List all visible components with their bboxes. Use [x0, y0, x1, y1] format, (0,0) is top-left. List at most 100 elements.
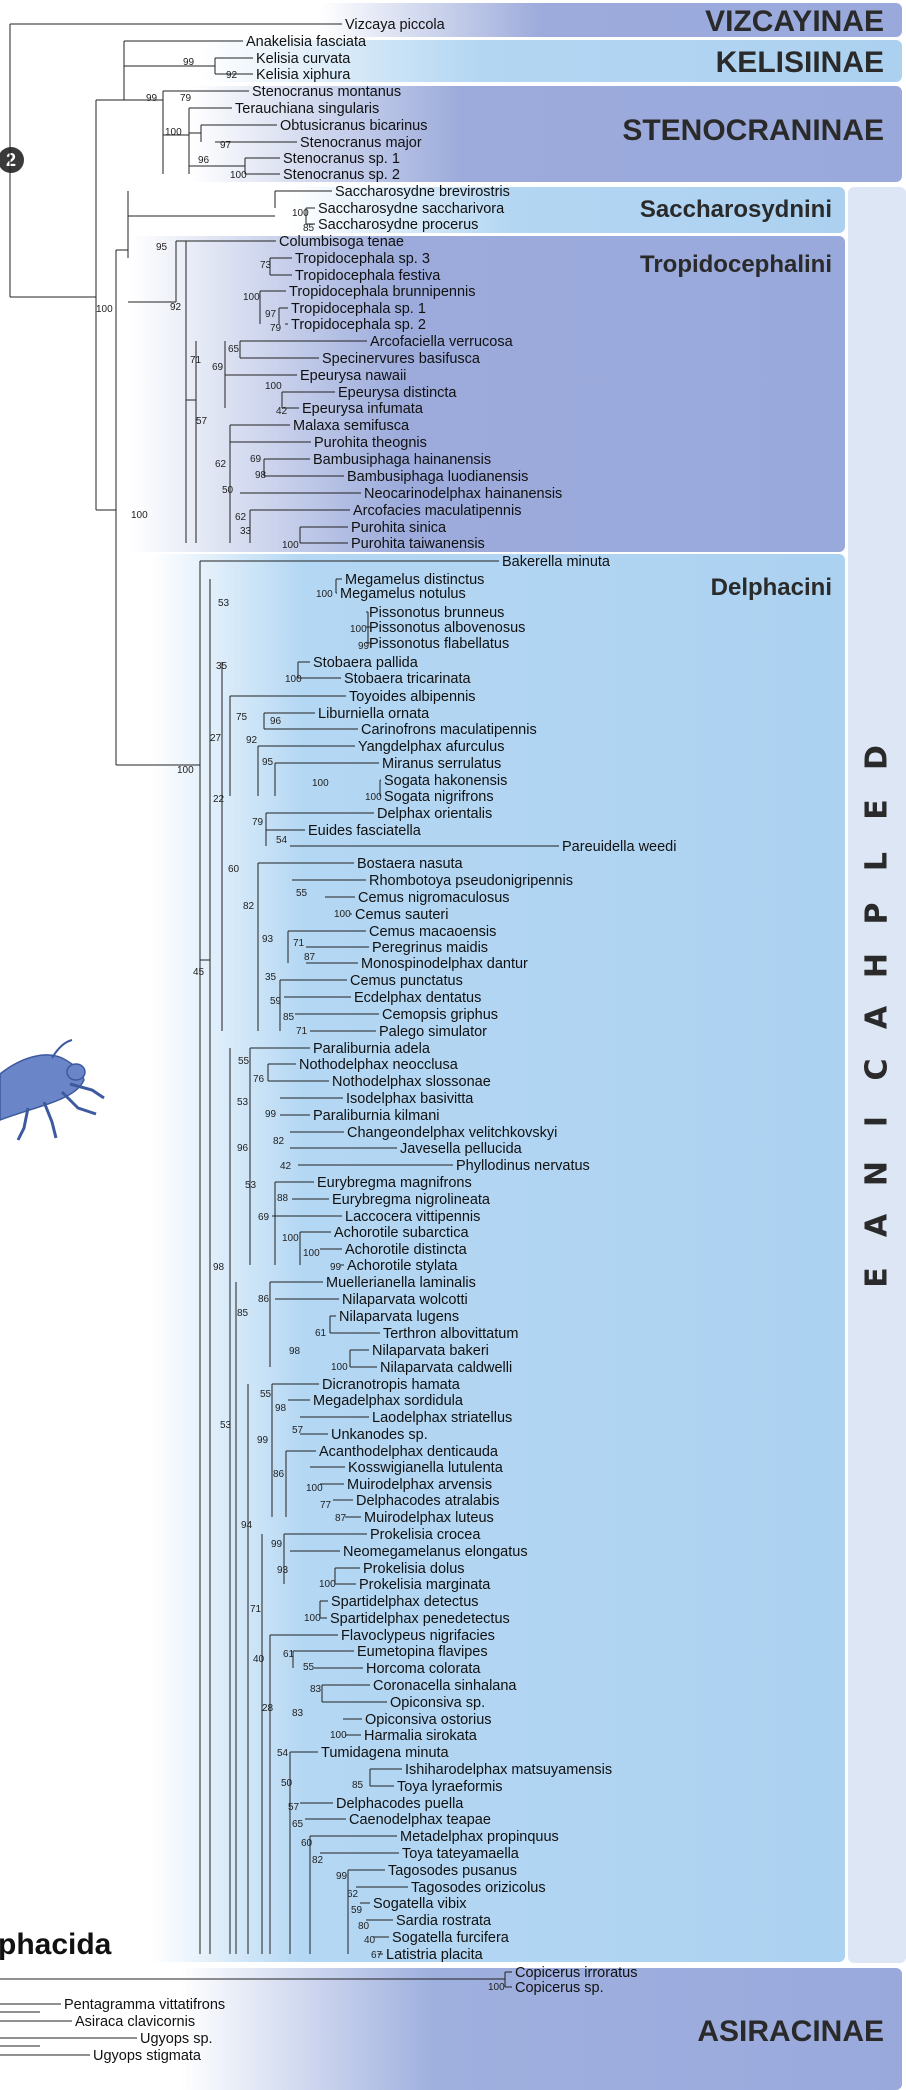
taxon-label: Pareuidella weedi [562, 839, 676, 855]
support-value: 82 [273, 1136, 285, 1147]
support-value: 33 [240, 526, 252, 537]
support-value: 57 [288, 1802, 300, 1813]
taxon-label: Phyllodinus nervatus [456, 1158, 590, 1174]
taxon-label: Prokelisia dolus [363, 1561, 465, 1577]
kelisiinae-band [200, 40, 902, 82]
support-value: 55 [296, 888, 308, 899]
taxon-label: Kosswigianella lutulenta [348, 1460, 504, 1476]
support-value: 99 [358, 641, 370, 652]
clade-label-tropidocephalini: Tropidocephalini [639, 251, 832, 278]
taxon-label: Euides fasciatella [308, 823, 422, 839]
taxon-label: Achorotile stylata [347, 1258, 458, 1274]
support-value: 100 [319, 1579, 336, 1590]
support-value: 27 [210, 733, 222, 744]
delphacinae-band [848, 187, 906, 1963]
support-value: 53 [220, 1420, 232, 1431]
taxon-label: Epeurysa nawaii [300, 368, 406, 384]
clade-label-vizcayinae: VIZCAYINAE [705, 5, 884, 38]
support-value: 79 [180, 93, 192, 104]
taxon-label: Pissonotus albovenosus [369, 620, 525, 636]
support-value: 95 [156, 242, 168, 253]
taxon-label: Opiconsiva sp. [390, 1695, 485, 1711]
support-value: 65 [292, 1819, 304, 1830]
support-value: 99 [257, 1435, 269, 1446]
support-value: 57 [292, 1425, 304, 1436]
support-value: 55 [303, 1662, 315, 1673]
asiracinae-band [0, 1968, 902, 2090]
taxon-label: Opiconsiva ostorius [365, 1712, 492, 1728]
support-value: 94 [241, 1520, 253, 1531]
clade-label-saccharosydnini: Saccharosydnini [639, 196, 832, 223]
taxon-label: Monospinodelphax dantur [361, 956, 528, 972]
support-value: 85 [352, 1780, 364, 1791]
taxon-label: Obtusicranus bicarinus [280, 118, 428, 134]
support-value: 71 [250, 1604, 262, 1615]
support-value: 100 [282, 540, 299, 551]
taxon-label: Neocarinodelphax hainanensis [364, 486, 562, 502]
support-value: 98 [289, 1346, 301, 1357]
taxon-label: Saccharosydne saccharivora [318, 201, 505, 217]
taxon-label: Kelisia curvata [256, 51, 351, 67]
taxon-label: Bostaera nasuta [357, 856, 464, 872]
taxon-label: Purohita theognis [314, 435, 427, 451]
taxon-label: Harmalia sirokata [364, 1728, 478, 1744]
taxon-label: Neomegamelanus elongatus [343, 1544, 528, 1560]
taxon-label: Muellerianella laminalis [326, 1275, 476, 1291]
support-value: 67 [371, 1950, 383, 1961]
taxon-label: Stenocranus sp. 1 [283, 151, 400, 167]
support-value: 100 [177, 765, 194, 776]
taxon-label: Javesella pellucida [400, 1141, 523, 1157]
support-value: 100 [285, 674, 302, 685]
tropidocephalini-band [130, 236, 845, 552]
taxon-label: Arcofaciella verrucosa [370, 334, 514, 350]
clade-label-delphacini: Delphacini [710, 574, 832, 601]
taxon-label: Terthron albovittatum [383, 1326, 518, 1342]
support-value: 99 [146, 93, 158, 104]
taxon-label: Saccharosydne brevirostris [335, 184, 510, 200]
taxon-label: Achorotile subarctica [334, 1225, 470, 1241]
taxon-label: Stenocranus major [300, 135, 422, 151]
footer-clade-label: phacida [0, 1928, 112, 1961]
support-value: 100 [316, 589, 333, 600]
support-value: 95 [262, 757, 274, 768]
support-value: 88 [277, 1193, 289, 1204]
support-value: 83 [292, 1708, 304, 1719]
taxon-label: Vizcaya piccola [345, 17, 446, 33]
support-value: 54 [277, 1748, 289, 1759]
support-value: 35 [216, 661, 228, 672]
taxon-label: Paraliburnia adela [313, 1041, 431, 1057]
taxon-label: Terauchiana singularis [235, 101, 379, 117]
taxon-label: Asiraca clavicornis [75, 2014, 195, 2030]
support-value: 93 [262, 934, 274, 945]
taxon-label: Unkanodes sp. [331, 1427, 428, 1443]
taxon-label: Isodelphax basivitta [346, 1091, 474, 1107]
support-value: 96 [198, 155, 210, 166]
taxon-label: Tropidocephala brunnipennis [289, 284, 475, 300]
taxon-label: Nilaparvata lugens [339, 1309, 459, 1325]
taxon-label: Nilaparvata bakeri [372, 1343, 489, 1359]
taxon-label: Stenocranus sp. 2 [283, 167, 400, 183]
support-value: 40 [253, 1654, 265, 1665]
support-value: 100 [292, 208, 309, 219]
support-value: 61 [315, 1328, 327, 1339]
taxon-label: Prokelisia crocea [370, 1527, 481, 1543]
taxon-label: Laccocera vittipennis [345, 1209, 480, 1225]
taxon-label: Latistria placita [386, 1947, 484, 1963]
taxon-label: Horcoma colorata [366, 1661, 481, 1677]
clade-label-asiracinae: ASIRACINAE [697, 2015, 884, 2048]
support-value: 50 [222, 485, 234, 496]
support-value: 57 [196, 416, 208, 427]
support-value: 100 [96, 304, 113, 315]
clade-label-stenocraninae: STENOCRANINAE [622, 114, 884, 147]
support-value: 42 [276, 406, 288, 417]
support-value: 98 [255, 470, 267, 481]
taxon-label: Megamelus notulus [340, 586, 466, 602]
taxon-label: Stobaera tricarinata [344, 671, 471, 687]
vizcayinae-band [320, 3, 902, 37]
support-value: 100 [365, 792, 382, 803]
support-value: 100 [312, 778, 329, 789]
taxon-label: Prokelisia marginata [359, 1577, 491, 1593]
support-value: 100 [265, 381, 282, 392]
taxon-label: Sardia rostrata [396, 1913, 492, 1929]
